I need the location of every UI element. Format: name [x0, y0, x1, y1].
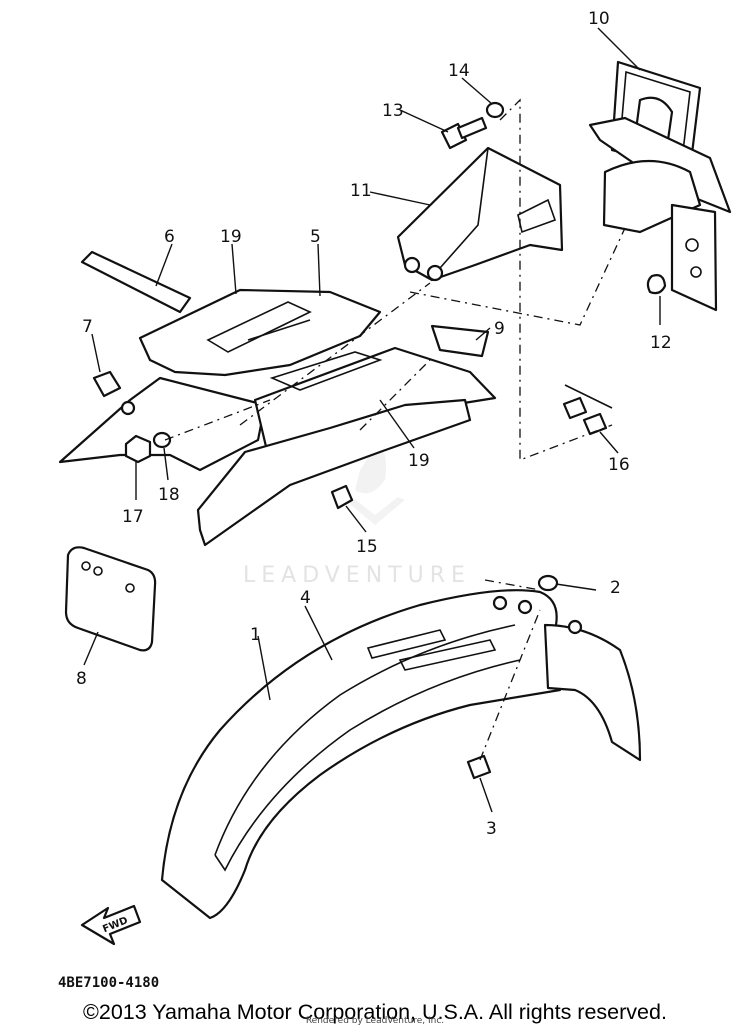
watermark-text: LEADVENTURE	[243, 563, 471, 588]
part-17-nut[interactable]	[124, 434, 152, 464]
label-part-11[interactable]: 11	[350, 181, 372, 201]
label-part-19-lower[interactable]: 19	[408, 451, 430, 471]
label-part-19-upper[interactable]: 19	[220, 227, 242, 247]
part-number-labels: 1 2 3 4 5 6 7 8 9 10 11 12 13 14 15 16 1…	[76, 9, 672, 839]
part-16-screws[interactable]	[562, 384, 613, 436]
part-19-upper-cover[interactable]	[138, 288, 382, 377]
diagram-code: 4BE7100-4180	[58, 975, 160, 991]
rendered-by-note: Rendered by LeadVenture, Inc.	[305, 1016, 445, 1026]
part-7-bolt[interactable]	[92, 370, 122, 398]
part-13-bolt[interactable]	[440, 116, 488, 150]
label-part-16[interactable]: 16	[608, 455, 630, 475]
label-part-18[interactable]: 18	[158, 485, 180, 505]
label-part-2[interactable]: 2	[610, 578, 621, 598]
part-15-screw[interactable]	[330, 484, 354, 510]
assembly-lines	[164, 98, 626, 761]
part-3-bolt[interactable]	[466, 754, 492, 780]
label-part-7[interactable]: 7	[82, 317, 93, 337]
part-1-front-fender[interactable]	[160, 589, 642, 920]
label-part-13[interactable]: 13	[382, 101, 404, 121]
part-2-washer[interactable]	[537, 574, 559, 592]
label-part-15[interactable]: 15	[356, 537, 378, 557]
label-part-4[interactable]: 4	[300, 588, 311, 608]
label-part-3[interactable]: 3	[486, 819, 497, 839]
label-part-10[interactable]: 10	[588, 9, 610, 29]
part-8-number-plate[interactable]	[64, 546, 157, 652]
label-part-1[interactable]: 1	[250, 625, 261, 645]
part-11-flap-bracket[interactable]	[396, 146, 564, 282]
part-14-washer[interactable]	[485, 101, 505, 119]
label-part-14[interactable]: 14	[448, 61, 470, 81]
label-part-17[interactable]: 17	[122, 507, 144, 527]
part-18-washer[interactable]	[152, 431, 172, 449]
part-12-grommet[interactable]	[646, 274, 667, 295]
label-part-9[interactable]: 9	[494, 319, 505, 339]
label-part-12[interactable]: 12	[650, 333, 672, 353]
part-9-label[interactable]	[430, 324, 490, 358]
part-6-foam-strip[interactable]	[80, 250, 192, 314]
label-part-6[interactable]: 6	[164, 227, 175, 247]
part-10-license-bracket[interactable]	[588, 60, 732, 312]
fwd-arrow-icon: FWD	[80, 904, 142, 946]
label-part-5[interactable]: 5	[310, 227, 321, 247]
leader-lines	[83, 27, 661, 813]
copyright-notice: ©2013 Yamaha Motor Corporation, U.S.A. A…	[83, 1000, 667, 1024]
label-part-8[interactable]: 8	[76, 669, 87, 689]
